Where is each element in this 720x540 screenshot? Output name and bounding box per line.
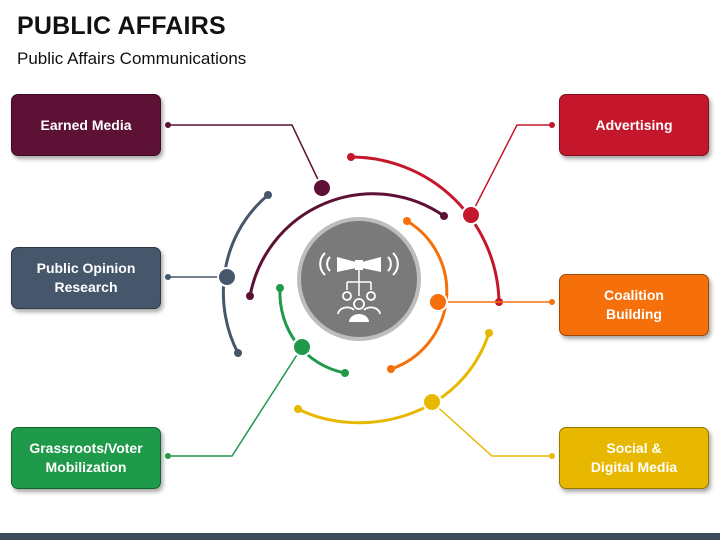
- footer-bar: [0, 533, 720, 540]
- coalition-dot-a: [403, 217, 411, 225]
- grassroots-node: [292, 337, 312, 357]
- grassroots-dot-a: [276, 284, 284, 292]
- earned-media-dot-b: [440, 212, 448, 220]
- grassroots-dot-c: [165, 453, 171, 459]
- social-box: Social & Digital Media: [559, 427, 709, 489]
- coalition-dot-c: [549, 299, 555, 305]
- social-dot-a: [294, 405, 302, 413]
- social-dot-c: [549, 453, 555, 459]
- advertising-box: Advertising: [559, 94, 709, 156]
- social-node: [422, 392, 442, 412]
- social-dot-b: [485, 329, 493, 337]
- earned-media-connector: [168, 124, 445, 297]
- earned-media-node: [312, 178, 332, 198]
- megaphone-people-icon: [319, 252, 399, 322]
- coalition-box: Coalition Building: [559, 274, 709, 336]
- page-subtitle: Public Affairs Communications: [17, 49, 247, 68]
- coalition-dot-b: [387, 365, 395, 373]
- social-label: Social & Digital Media: [590, 440, 678, 475]
- grassroots-dot-b: [341, 369, 349, 377]
- earned-media-box: Earned Media: [11, 94, 161, 156]
- earned-media-dot-c: [165, 122, 171, 128]
- advertising-label: Advertising: [595, 116, 673, 133]
- advertising-dot-c: [549, 122, 555, 128]
- public-opinion-dot-b: [234, 349, 242, 357]
- public-opinion-dot-c: [165, 274, 171, 280]
- coalition-node: [428, 292, 448, 312]
- advertising-node: [461, 205, 481, 225]
- page-title: PUBLIC AFFAIRS: [17, 12, 226, 40]
- public-opinion-node: [217, 267, 237, 287]
- advertising-connector: [350, 124, 552, 303]
- grassroots-label: Grassroots/Voter Mobilization: [29, 440, 143, 475]
- advertising-dot-a: [347, 153, 355, 161]
- public-opinion-label: Public Opinion Research: [36, 260, 136, 295]
- social-connector: [297, 332, 552, 457]
- grassroots-box: Grassroots/Voter Mobilization: [11, 427, 161, 489]
- public-opinion-box: Public Opinion Research: [11, 247, 161, 309]
- earned-media-label: Earned Media: [40, 116, 132, 133]
- earned-media-dot-a: [246, 292, 254, 300]
- coalition-label: Coalition Building: [604, 287, 664, 322]
- public-opinion-dot-a: [264, 191, 272, 199]
